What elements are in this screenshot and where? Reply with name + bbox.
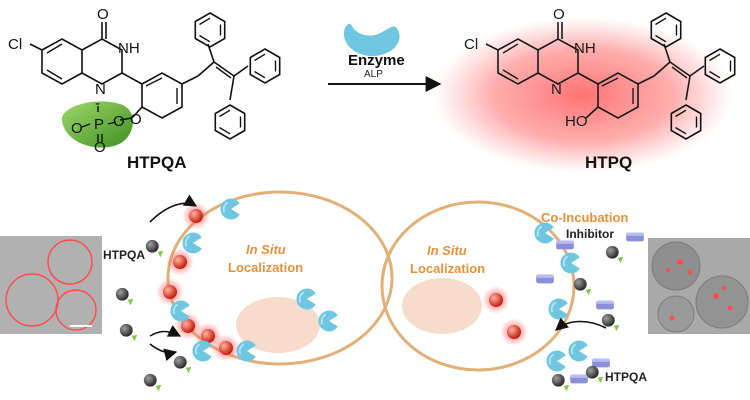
compound-label-htpq: HTPQ: [585, 153, 632, 172]
atom-o-left: O: [71, 120, 83, 137]
atom-o-carbonyl-left: O: [97, 6, 109, 23]
molecule-htpqa: Cl O NH N - P O O O O HTPQA: [8, 6, 281, 172]
atom-n-right: N: [551, 81, 562, 98]
label-htpqa-left: HTPQA: [103, 248, 145, 262]
enzyme-icon: [343, 23, 400, 56]
atom-ho: HO: [565, 113, 588, 130]
cell-membrane-right: [380, 200, 576, 372]
enzyme-label: Enzyme: [348, 52, 405, 69]
atom-nh-right: NH: [574, 40, 596, 57]
cell-membrane-left: [166, 190, 394, 366]
atom-cl-left: Cl: [8, 36, 22, 53]
label-inhibitor: Inhibitor: [566, 227, 614, 241]
reaction-arrow-group: Enzyme ALP: [328, 23, 442, 92]
atom-cl-right: Cl: [464, 36, 478, 53]
label-coincubation: Co-Incubation: [541, 210, 628, 225]
label-localization-right: Localization: [410, 261, 485, 276]
label-in-situ-left: In Situ: [246, 242, 286, 257]
atom-o-link: O: [130, 111, 142, 128]
atom-o-right: O: [113, 113, 125, 130]
label-localization-left: Localization: [228, 260, 303, 275]
atom-o-carbonyl-right: O: [553, 6, 565, 23]
microscopy-image-left: [0, 236, 102, 334]
compound-label-htpqa: HTPQA: [127, 153, 187, 172]
atom-minus-left: -: [95, 95, 100, 112]
atom-o-bottom: O: [94, 139, 106, 156]
molecule-htpq: Cl O NH N HO HTPQ: [433, 6, 736, 173]
atom-n-left: N: [95, 81, 106, 98]
atom-p: P: [94, 116, 104, 133]
cell-right: In Situ Localization Co-Incubation Inhib…: [380, 200, 647, 392]
fluorescence-glow: [433, 17, 733, 173]
cell-left: In Situ Localization HTPQA: [103, 190, 394, 392]
enzyme-sublabel: ALP: [364, 69, 383, 80]
nucleus-left: [236, 297, 320, 353]
nucleus-right: [402, 278, 482, 334]
label-in-situ-right: In Situ: [427, 243, 467, 258]
atom-nh-left: NH: [118, 40, 140, 57]
microscopy-image-right: [648, 238, 750, 334]
label-htpqa-right: HTPQA: [605, 370, 647, 384]
